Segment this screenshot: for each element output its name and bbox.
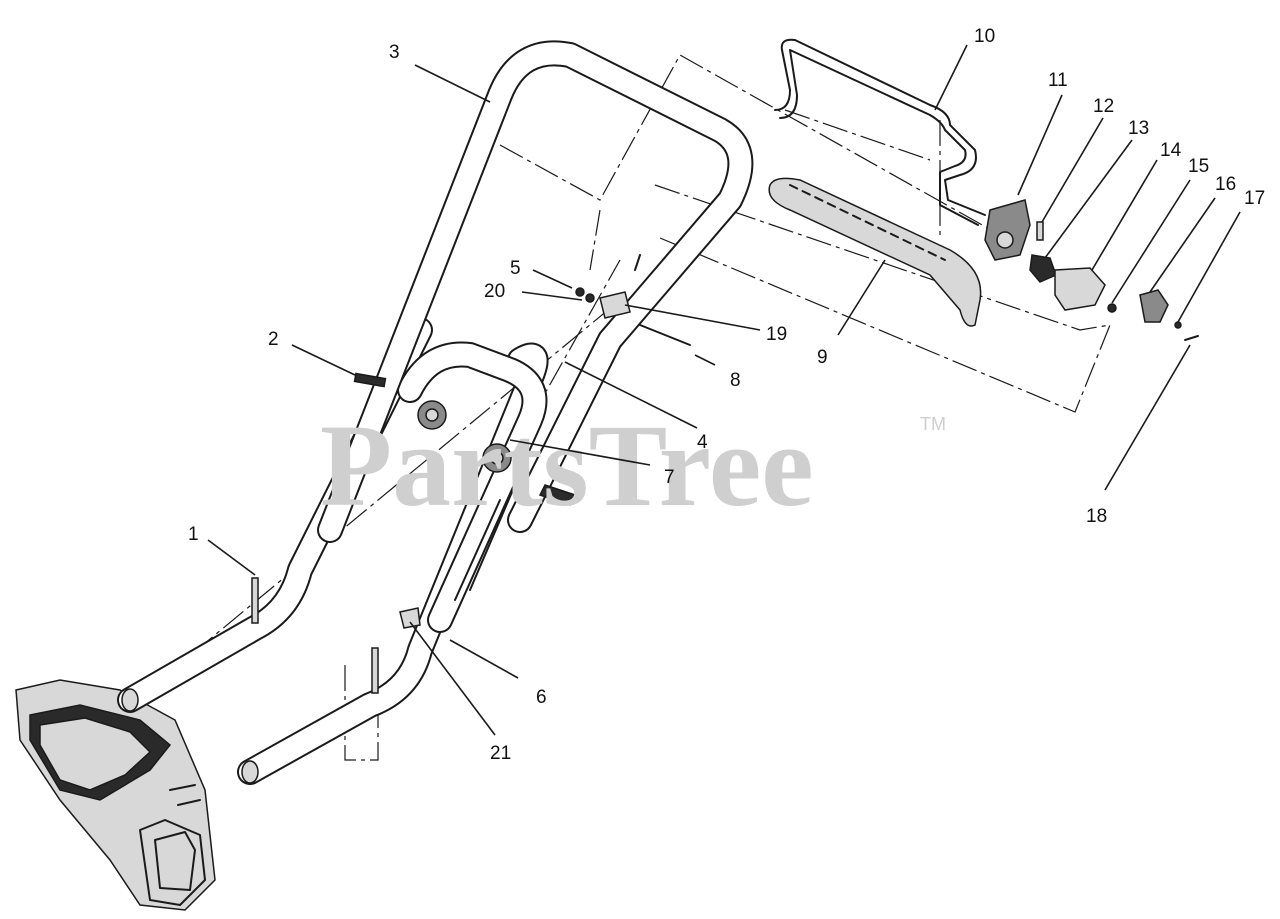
lower-handle [117, 317, 549, 785]
leader-19 [624, 304, 761, 331]
leader-9 [837, 259, 886, 336]
leader-2 [291, 344, 356, 376]
leader-15 [1111, 179, 1191, 304]
callout-18: 18 [1086, 506, 1107, 527]
leader-11 [1017, 94, 1063, 196]
leader-3 [414, 64, 491, 103]
callout-5: 5 [510, 258, 521, 279]
leader-12 [1041, 117, 1104, 223]
cable-hardware [984, 199, 1199, 341]
middle-handle [397, 341, 548, 633]
leader-7 [509, 439, 651, 466]
engine-housing [15, 679, 216, 911]
watermark: PartsTree TM [320, 400, 946, 531]
small-hardware [251, 254, 691, 694]
leader-4 [564, 361, 698, 429]
leader-17 [1177, 211, 1241, 323]
callout-16: 16 [1215, 174, 1236, 195]
callout-8: 8 [730, 370, 741, 391]
leader-13 [1044, 139, 1133, 259]
callout-17: 17 [1244, 188, 1265, 209]
callout-3: 3 [389, 42, 400, 63]
leader-10 [934, 44, 968, 111]
leader-14 [1091, 159, 1158, 271]
callout-1: 1 [188, 524, 199, 545]
leader-lines [207, 44, 1241, 736]
leader-6 [449, 639, 519, 679]
callout-6: 6 [536, 687, 547, 708]
callout-20: 20 [484, 281, 505, 302]
leader-16 [1149, 197, 1216, 293]
callout-13: 13 [1128, 118, 1149, 139]
callout-19: 19 [766, 324, 787, 345]
callout-9: 9 [817, 347, 828, 368]
upper-handle [317, 40, 754, 543]
callout-21: 21 [490, 743, 511, 764]
callout-7: 7 [664, 467, 675, 488]
leader-1 [207, 539, 256, 576]
watermark-text: PartsTree [320, 400, 814, 531]
leader-8 [694, 354, 716, 366]
callout-4: 4 [697, 432, 708, 453]
leader-18 [1104, 344, 1191, 491]
callout-12: 12 [1093, 96, 1114, 117]
callout-14: 14 [1160, 140, 1182, 161]
callout-15: 15 [1188, 156, 1209, 177]
watermark-trademark: TM [920, 414, 946, 434]
leader-5 [532, 269, 573, 289]
leader-21 [409, 621, 496, 736]
callout-2: 2 [268, 329, 279, 350]
leader-20 [521, 291, 583, 301]
callout-labels: 1 2 3 4 5 6 7 8 9 10 11 12 13 14 15 16 1… [188, 26, 1265, 764]
bail-bar [774, 38, 986, 226]
callout-10: 10 [974, 26, 995, 47]
grip [768, 177, 982, 327]
callout-11: 11 [1048, 70, 1068, 91]
